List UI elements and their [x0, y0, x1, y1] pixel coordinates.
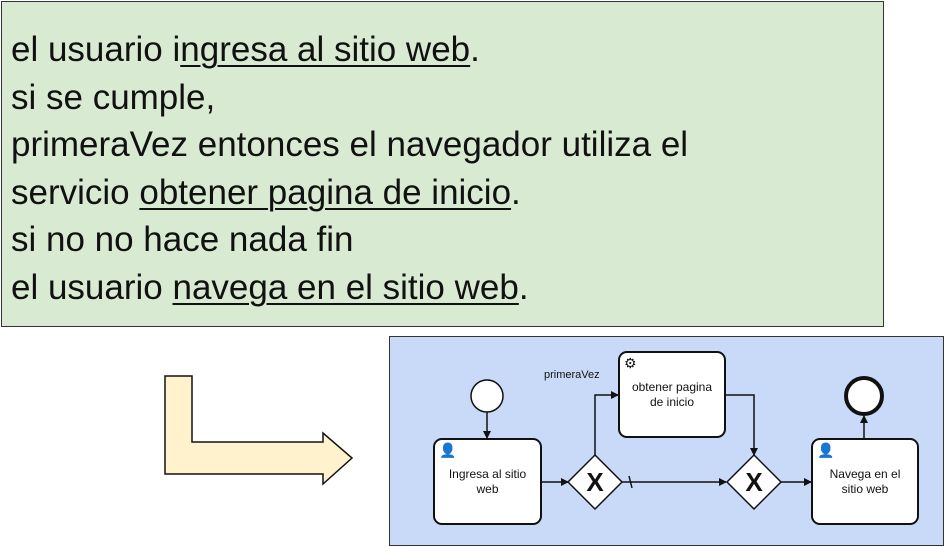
exclusive-gateway-merge: [725, 453, 783, 511]
text-line-6-post: .: [518, 267, 529, 307]
gateway-split-symbol: X: [586, 467, 604, 497]
text-line-4: servicio obtener pagina de inicio.: [11, 169, 688, 217]
user-icon: 👤: [817, 442, 835, 458]
text-line-4-pre: servicio: [11, 172, 140, 212]
text-line-4-link: obtener pagina de inicio: [139, 172, 512, 212]
bent-arrow-icon: [164, 375, 354, 486]
text-line-2: si se cumple,: [11, 74, 688, 122]
text-description-panel: el usuario ingresa al sitio web. si se c…: [1, 1, 884, 327]
bpmn-connectors: X X: [470, 376, 884, 511]
end-event: [844, 376, 884, 416]
text-line-1-post: .: [470, 30, 480, 69]
text-line-1-pre: el usuario i: [11, 30, 181, 69]
exclusive-gateway-split: [566, 453, 624, 511]
start-event: [470, 379, 504, 413]
text-line-1: el usuario ingresa al sitio web.: [11, 26, 688, 74]
task-obtener-label: obtener pagina de inicio: [631, 379, 713, 409]
task-ingresa: 👤 Ingresa al sitio web: [433, 438, 542, 525]
text-line-6: el usuario navega en el sitio web.: [11, 264, 688, 312]
default-flow-marker: [628, 475, 633, 489]
task-navega-label: Navega en el sitio web: [829, 466, 901, 496]
gateway-merge-symbol: X: [745, 467, 763, 497]
flow-obtener-to-gateway2: [725, 394, 758, 456]
user-icon: 👤: [439, 442, 457, 458]
text-line-3: primeraVez entonces el navegador utiliza…: [11, 121, 688, 169]
text-line-5-pre: si no no hace nada fin: [11, 220, 354, 259]
task-obtener: ⚙ obtener pagina de inicio: [618, 351, 726, 438]
text-lines: el usuario ingresa al sitio web. si se c…: [11, 26, 688, 311]
condition-label: primeraVez: [544, 369, 600, 381]
task-navega: 👤 Navega en el sitio web: [811, 438, 919, 525]
text-line-6-pre: el usuario: [11, 267, 173, 307]
text-line-3-pre: primeraVez entonces el navegador utiliza…: [11, 125, 689, 164]
text-line-1-link: ngresa al sitio web: [180, 30, 471, 69]
flow-gateway1-to-obtener: [594, 391, 619, 457]
text-line-2-pre: si se cumple,: [11, 77, 216, 117]
gear-icon: ⚙: [624, 355, 637, 371]
text-line-5: si no no hace nada fin: [11, 216, 688, 264]
text-line-4-post: .: [511, 172, 521, 212]
task-ingresa-label: Ingresa al sitio web: [448, 466, 527, 496]
text-line-6-link: navega en el sitio web: [172, 267, 519, 307]
bpmn-diagram: X X primeraVez 👤 Ingresa al sitio web ⚙ …: [389, 336, 944, 546]
